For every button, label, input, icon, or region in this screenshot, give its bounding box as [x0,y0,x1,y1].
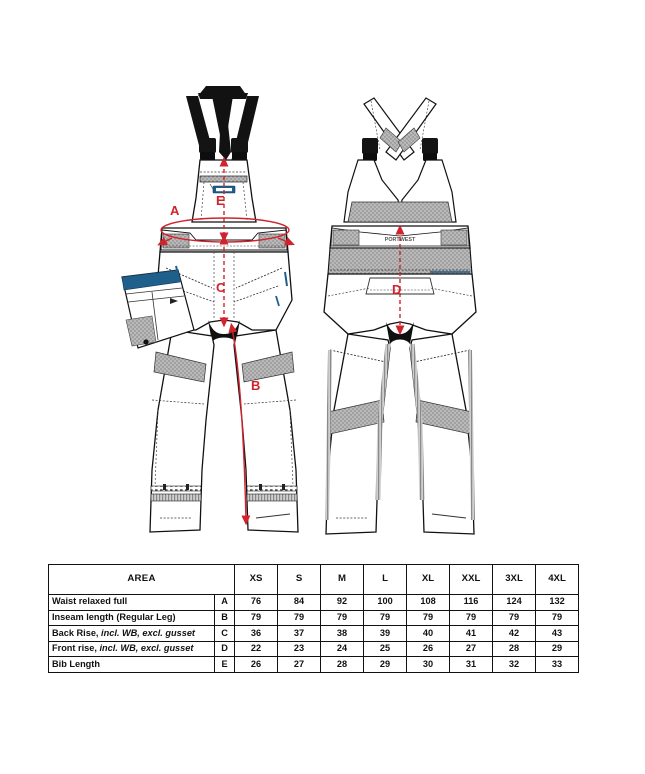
cell-backrise-l: 39 [363,625,408,642]
cell-biblength-xl: 30 [406,656,451,673]
cell-backrise-xs: 36 [234,625,279,642]
measure-label-A: A [170,203,180,218]
cell-biblength-l: 29 [363,656,408,673]
cell-biblength-s: 27 [277,656,322,673]
back-braces [362,97,438,161]
header-size-l: L [363,564,408,595]
measure-label-E: E [216,193,225,208]
front-braces [186,86,259,172]
table-row: Front rise, incl. WB, excl. gusset D 22 … [48,640,580,658]
cell-frontrise-s: 23 [277,640,322,658]
cell-inseam-m: 79 [320,609,365,627]
cell-frontrise-l: 25 [363,640,408,658]
cell-inseam-3xl: 79 [492,609,537,627]
measure-B-inseam: B [228,322,260,526]
table-row: Bib Length E 26 27 28 29 30 31 32 33 [48,656,580,673]
cell-biblength-xs: 26 [234,656,279,673]
cell-waist-xs: 76 [234,594,279,611]
cell-waist-xl: 108 [406,594,451,611]
row-label-note: incl. WB, excl. gusset [99,643,194,654]
back-view: PORTWEST [323,97,477,535]
table-row: Waist relaxed full A 76 84 92 100 108 11… [48,594,580,611]
size-table-container: AREA XS S M L XL XXL 3XL 4XL Waist relax… [47,564,580,673]
cell-frontrise-xxl: 27 [449,640,494,658]
measure-E-bib-length: E [216,156,229,243]
cell-backrise-s: 37 [277,625,322,642]
row-label-text: Waist relaxed full [52,596,128,607]
cell-backrise-4xl: 43 [535,625,580,642]
header-size-s: S [277,564,322,595]
cell-waist-xxl: 116 [449,594,494,611]
measure-C-back-rise: C [216,234,229,328]
row-label-text: Inseam length (Regular Leg) [52,612,176,623]
table-row: Inseam length (Regular Leg) B 79 79 79 7… [48,609,580,627]
table-row: Back Rise, incl. WB, excl. gusset C 36 3… [48,625,580,642]
header-size-xs: XS [234,564,279,595]
cell-biblength-xxl: 31 [449,656,494,673]
header-area: AREA [47,564,236,595]
row-label-front-rise: Front rise, incl. WB, excl. gusset [48,640,215,658]
cell-biblength-4xl: 33 [535,656,580,673]
cell-frontrise-m: 24 [320,640,365,658]
size-table: AREA XS S M L XL XXL 3XL 4XL Waist relax… [47,564,580,673]
cell-frontrise-3xl: 28 [492,640,537,658]
row-label-text: Bib Length [52,658,100,669]
row-label-inseam-length: Inseam length (Regular Leg) [48,609,215,627]
cell-frontrise-4xl: 29 [535,640,580,658]
cell-inseam-xs: 79 [234,609,279,627]
front-holster-pocket [121,265,195,349]
header-size-xl: XL [406,564,451,595]
front-legs [149,329,299,533]
cell-inseam-4xl: 79 [535,609,580,627]
measure-label-B: B [251,378,260,393]
cell-inseam-l: 79 [363,609,408,627]
header-size-4xl: 4XL [535,564,580,595]
cell-frontrise-xs: 22 [234,640,279,658]
back-crotch-gusset [386,322,414,344]
measure-D-front-rise: D [392,224,405,336]
measure-label-D: D [392,282,401,297]
row-label-bib-length: Bib Length [48,656,215,673]
header-size-m: M [320,564,365,595]
cell-backrise-xl: 40 [406,625,451,642]
cell-inseam-s: 79 [277,609,322,627]
cell-waist-3xl: 124 [492,594,537,611]
cell-inseam-xl: 79 [406,609,451,627]
cell-waist-m: 92 [320,594,365,611]
cell-backrise-xxl: 41 [449,625,494,642]
row-letter-d: D [213,640,236,658]
row-letter-c: C [213,625,236,642]
header-size-3xl: 3XL [492,564,537,595]
cell-inseam-xxl: 79 [449,609,494,627]
row-letter-e: E [213,656,236,673]
row-label-waist-relaxed-full: Waist relaxed full [48,594,215,611]
row-letter-a: A [213,594,236,611]
row-label-text: Front rise, [52,643,97,654]
row-label-back-rise: Back Rise, incl. WB, excl. gusset [48,625,215,642]
header-size-xxl: XXL [449,564,494,595]
cell-backrise-3xl: 42 [492,625,537,642]
row-label-note: incl. WB, excl. gusset [101,627,195,638]
measure-label-C: C [216,280,226,295]
table-header-row: AREA XS S M L XL XXL 3XL 4XL [47,564,580,595]
cell-biblength-3xl: 32 [492,656,537,673]
cell-waist-s: 84 [277,594,322,611]
garment-illustration: A E C B [121,86,477,535]
back-yoke [343,159,457,223]
cell-waist-4xl: 132 [535,594,580,611]
row-label-text: Back Rise, [52,627,99,638]
back-legs [325,333,475,535]
front-view: A E C B [121,86,299,533]
cell-biblength-m: 28 [320,656,365,673]
cell-backrise-m: 38 [320,625,365,642]
row-letter-b: B [213,609,236,627]
cell-frontrise-xl: 26 [406,640,451,658]
cell-waist-l: 100 [363,594,408,611]
